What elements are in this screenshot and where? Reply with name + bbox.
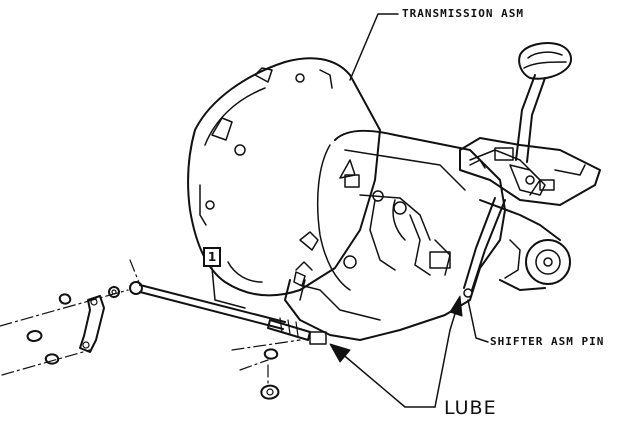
lube-leader-right [435,304,458,407]
lube-arrow-left [330,344,350,362]
lube-label: LUBE [444,397,497,419]
lever-arm-parts [28,282,279,399]
pin-leader [468,300,488,342]
lube-leader-left [340,352,435,407]
lube-arrow-right [450,296,462,316]
shift-lever [516,43,571,162]
arrow-heads [330,296,462,362]
tail-housing [480,200,570,290]
callout-1-box: 1 [203,247,221,267]
transmission-asm-label: TRANSMISSION ASM [402,7,524,20]
shifter-rod [464,198,505,297]
shifter-asm-pin-label: SHIFTER ASM PIN [490,335,605,348]
leader-lines [212,14,488,407]
bell-housing [188,58,380,295]
transmission-leader [350,14,398,80]
shifter-assembly [460,138,600,205]
centerlines [0,260,300,385]
callout-leader [212,268,245,308]
transmission-case [285,131,505,340]
linkage-rod [140,272,326,344]
